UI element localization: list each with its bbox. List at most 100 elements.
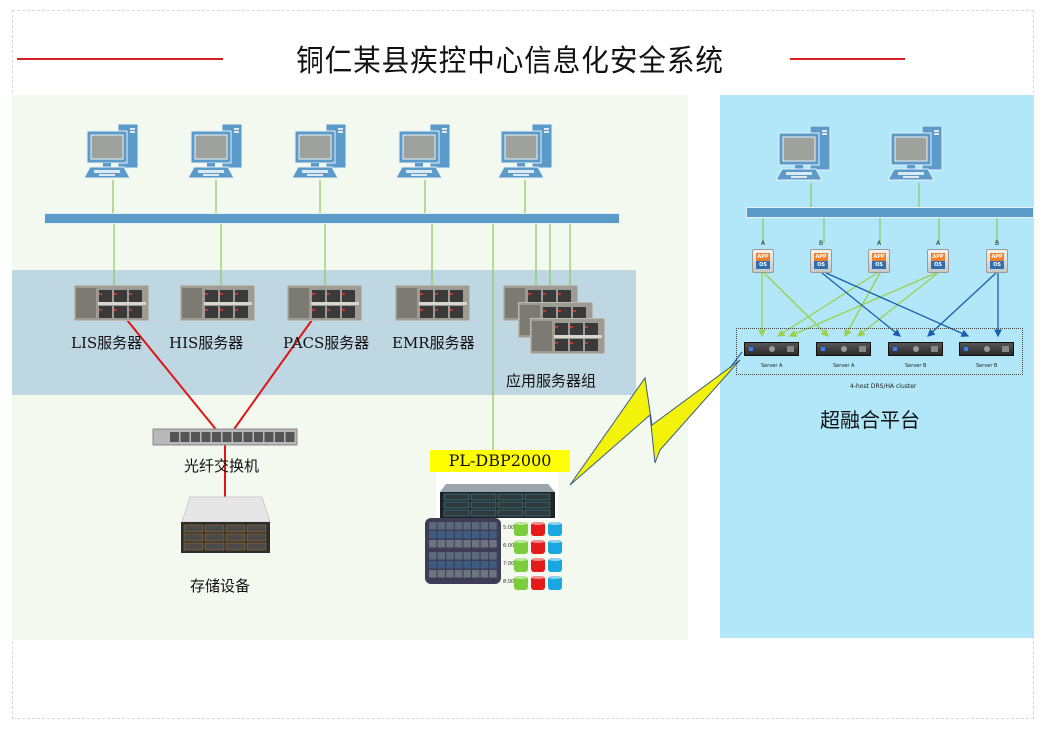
- appliance-bay: [497, 493, 524, 501]
- switch-port: [212, 432, 221, 442]
- network-bus-right: [746, 207, 1034, 218]
- appliance-bay: [497, 501, 524, 509]
- snapshot-cell: [489, 531, 497, 539]
- appliance-bay: [470, 493, 497, 501]
- appliance-top: [440, 484, 555, 492]
- title-line-right: [790, 58, 905, 60]
- workstation-links-right: [810, 183, 920, 207]
- vm-links: [762, 218, 998, 243]
- snapshot-cell: [429, 552, 437, 560]
- snapshot-cell: [446, 531, 454, 539]
- snapshot-cell: [437, 570, 446, 578]
- snapshot-cell: [446, 561, 454, 569]
- storage-bay: [183, 542, 204, 551]
- storage-bay: [183, 524, 204, 533]
- vm-to-host-links-a: [758, 272, 939, 338]
- switch-port: [264, 432, 274, 442]
- appliance-bay: [470, 501, 497, 509]
- vm-app-label: APP: [931, 253, 945, 261]
- server-label-pacs: PACS服务器: [283, 334, 370, 352]
- vm-os-label: OS: [756, 261, 770, 269]
- snapshot-cell: [429, 531, 437, 539]
- snapshot-cell: [472, 561, 480, 569]
- wan-lightning-icon: [569, 359, 741, 486]
- vm-group-tag: A: [877, 240, 882, 247]
- snapshot-cell: [429, 540, 437, 548]
- storage-bay: [225, 542, 246, 551]
- desktop-computer-icon: [888, 126, 944, 184]
- emr-server-icon: [395, 285, 470, 321]
- storage-bay: [225, 533, 246, 542]
- storage-bay: [246, 533, 267, 542]
- server-label-his: HIS服务器: [169, 334, 244, 352]
- desktop-computer-icon: [776, 126, 832, 184]
- backup-app-cylinder: [531, 521, 545, 536]
- snapshot-cell: [480, 570, 489, 578]
- backup-data-cylinder: [548, 575, 562, 590]
- snapshot-cell: [437, 522, 446, 530]
- cluster-host-icon: [959, 342, 1014, 356]
- switch-port: [191, 432, 200, 442]
- snapshot-cell: [489, 570, 497, 578]
- desktop-computer-icon: [84, 124, 140, 182]
- desktop-computer-icon: [188, 124, 244, 182]
- snapshot-cell: [429, 570, 437, 578]
- storage-label: 存储设备: [190, 577, 251, 595]
- storage-bay: [183, 533, 204, 542]
- workstation-links-left: [112, 180, 526, 213]
- vm-app-label: APP: [990, 253, 1004, 261]
- switch-port: [201, 432, 211, 442]
- snapshot-cell: [489, 552, 497, 560]
- switch-port: [275, 432, 284, 442]
- link-arrow: [927, 272, 997, 337]
- cluster-host-icon: [744, 342, 799, 356]
- appliance-bay: [524, 501, 551, 509]
- platform-label: 超融合平台: [820, 408, 920, 432]
- host-label: Server B: [905, 363, 927, 369]
- storage-bay: [225, 524, 246, 533]
- vm-group-tag: B: [995, 240, 1000, 247]
- backup-os-cylinder: [514, 557, 528, 572]
- fiber-line: [231, 319, 313, 433]
- snapshot-cell: [437, 531, 446, 539]
- timeline-label: 8:00: [503, 579, 514, 585]
- snapshot-cell: [472, 522, 480, 530]
- snapshot-cell: [429, 561, 437, 569]
- host-label: Server A: [833, 363, 855, 369]
- server-group-label: 应用服务器组: [506, 372, 597, 390]
- backup-appliance-label: PL-DBP2000: [430, 450, 570, 472]
- network-bus-left: [44, 213, 620, 224]
- cluster-boundary: [736, 328, 1023, 375]
- backup-app-cylinder: [531, 575, 545, 590]
- host-label: Server B: [976, 363, 998, 369]
- snapshot-cell: [437, 540, 446, 548]
- snapshot-cell: [480, 531, 489, 539]
- storage-bay: [246, 542, 267, 551]
- vm-group-tag: A: [761, 240, 766, 247]
- switch-port: [254, 432, 263, 442]
- appliance-bay: [524, 509, 551, 517]
- snapshot-cell: [472, 540, 480, 548]
- snapshot-cell: [480, 522, 489, 530]
- switch-port: [170, 432, 179, 442]
- vm-os-label: OS: [872, 261, 886, 269]
- vm-app-label: APP: [814, 253, 828, 261]
- backup-app-cylinder: [531, 539, 545, 554]
- snapshot-cell: [472, 531, 480, 539]
- his-server-icon: [180, 285, 255, 321]
- cluster-label: 4-host DRS/HA cluster: [850, 383, 917, 390]
- switch-label: 光纤交换机: [184, 457, 260, 475]
- snapshot-cell: [472, 552, 480, 560]
- snapshot-cell: [489, 540, 497, 548]
- snapshot-cell: [446, 570, 454, 578]
- vm-os-label: OS: [990, 261, 1004, 269]
- vm-app-label: APP: [756, 253, 770, 261]
- cluster-host-icon: [888, 342, 943, 356]
